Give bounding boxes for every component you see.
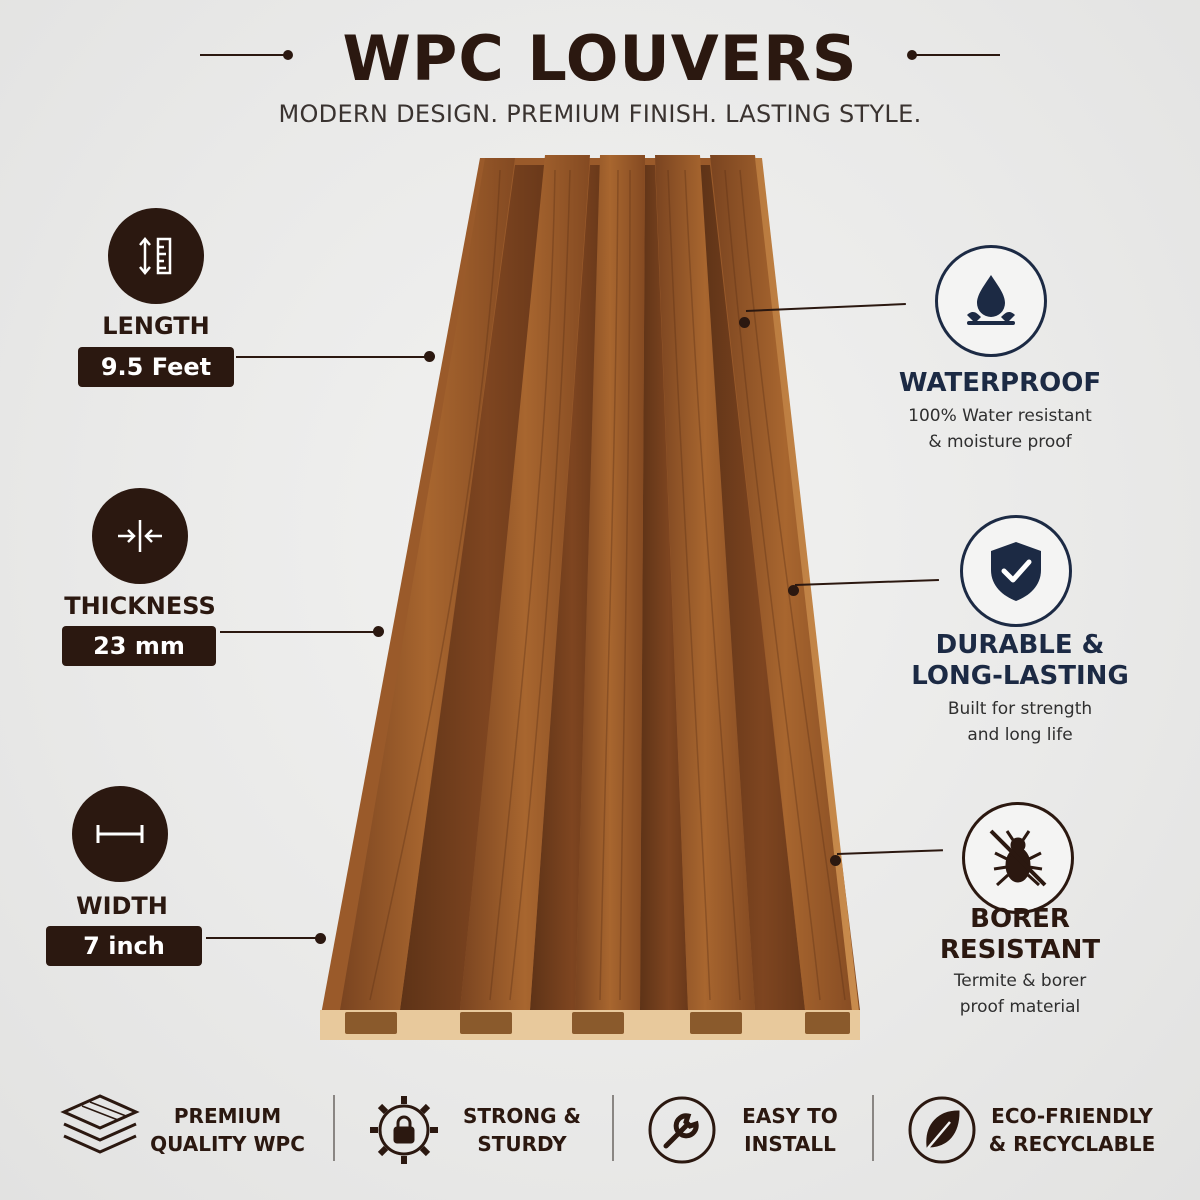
rib-1	[460, 155, 590, 1010]
page-title: WPC LOUVERS	[342, 22, 858, 95]
thickness-leader-dot	[373, 626, 384, 637]
bottom-premium-line2: QUALITY WPC	[150, 1132, 305, 1156]
groove-3	[640, 165, 688, 1010]
groove-2	[530, 165, 600, 1010]
borer-leader-dot	[830, 855, 841, 866]
spec-thickness-label: THICKNESS	[64, 592, 216, 620]
title-rule-right	[915, 54, 1000, 56]
rib-3	[655, 155, 755, 1010]
shield-check-icon	[960, 515, 1072, 627]
groove-4	[700, 165, 805, 1010]
length-leader-line	[236, 356, 428, 358]
bottom-eco-line1: ECO-FRIENDLY	[991, 1104, 1153, 1128]
feature-waterproof-desc-2: & moisture proof	[928, 432, 1072, 452]
title-dot-left	[283, 50, 293, 60]
bottom-strong-line1: STRONG &	[462, 1104, 581, 1128]
spec-length-value: 9.5 Feet	[78, 347, 234, 387]
bottom-install-line2: INSTALL	[744, 1132, 836, 1156]
page-subtitle: MODERN DESIGN. PREMIUM FINISH. LASTING S…	[278, 100, 922, 128]
header: WPC LOUVERS	[0, 22, 1200, 95]
feature-borer-desc-2: proof material	[959, 997, 1081, 1017]
groove-1	[400, 165, 545, 1010]
thickness-leader-line	[220, 631, 376, 633]
no-bug-icon	[962, 802, 1074, 914]
feature-durable-desc-2: and long life	[967, 725, 1073, 745]
width-leader-dot	[315, 933, 326, 944]
bottom-premium-line1: PREMIUM	[173, 1104, 282, 1128]
width-leader-line	[206, 937, 318, 939]
leaf-icon	[908, 1096, 976, 1164]
feature-borer-title-2: RESISTANT	[939, 935, 1101, 965]
bottom-separator-1	[333, 1095, 335, 1161]
width-measure-icon	[72, 786, 168, 882]
spec-width-value: 7 inch	[46, 926, 202, 966]
rib-2	[575, 155, 645, 1010]
spec-length-label: LENGTH	[102, 312, 210, 340]
length-ruler-icon	[108, 208, 204, 304]
feature-waterproof-title: WATERPROOF	[898, 368, 1102, 398]
waterproof-leader-dot	[739, 317, 750, 328]
bottom-eco-line2: & RECYCLABLE	[988, 1132, 1156, 1156]
louver-panel-image	[320, 155, 860, 1040]
panel-edge-right	[755, 158, 860, 1020]
rib-edge-left	[340, 158, 515, 1010]
spec-thickness-value: 23 mm	[62, 626, 216, 666]
title-rule-left	[200, 54, 285, 56]
bottom-install-line1: EASY TO	[742, 1104, 838, 1128]
feature-borer-title-1: BORER	[970, 904, 1070, 934]
durable-leader-dot	[788, 585, 799, 596]
wood-grain	[369, 169, 846, 1001]
bottom-separator-2	[612, 1095, 614, 1161]
bottom-strong-line2: STURDY	[477, 1132, 567, 1156]
gear-lock-icon	[370, 1096, 438, 1164]
title-dot-right	[907, 50, 917, 60]
thickness-arrows-icon	[92, 488, 188, 584]
feature-waterproof-desc-1: 100% Water resistant	[908, 406, 1092, 426]
feature-durable-desc-1: Built for strength	[947, 699, 1093, 719]
feature-durable-title-1: DURABLE &	[935, 630, 1105, 660]
hollow-profiles	[345, 1012, 850, 1034]
water-drop-icon	[935, 245, 1047, 357]
wrench-icon	[648, 1096, 716, 1164]
spec-width-label: WIDTH	[76, 892, 168, 920]
bottom-separator-3	[872, 1095, 874, 1161]
feature-borer-desc-1: Termite & borer	[953, 971, 1087, 991]
layers-icon	[60, 1094, 140, 1154]
feature-durable-title-2: LONG-LASTING	[911, 661, 1129, 691]
rib-4	[710, 155, 860, 1010]
length-leader-dot	[424, 351, 435, 362]
